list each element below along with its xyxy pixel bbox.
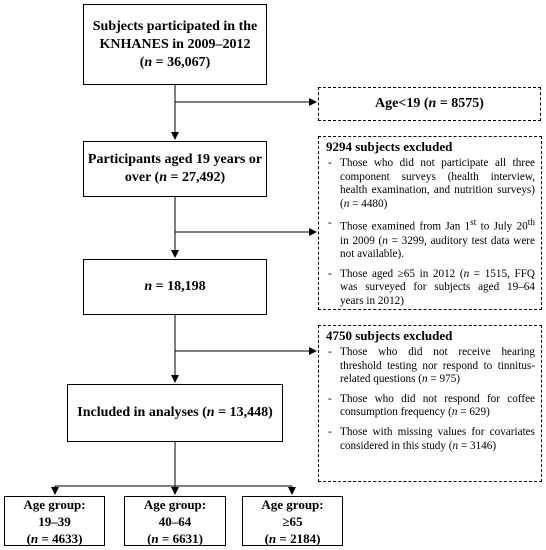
- adults-line1: Participants aged 19 years or: [87, 152, 263, 167]
- age-group-box-3: Age group: ≥65 (n = 2184): [242, 496, 343, 546]
- age-group-3-label: Age group:: [261, 496, 324, 512]
- exclusion2-box: 4750 subjects excluded Those who did not…: [318, 325, 542, 482]
- exclusion1-title: 9294 subjects excluded: [326, 139, 453, 154]
- age-group-1-label: Age group:: [23, 496, 86, 512]
- age-group-1-range: 19–39: [38, 513, 71, 529]
- exclusion1-item-2: Those examined from Jan 1st to July 20th…: [326, 217, 535, 262]
- exclusion1-item-1: Those who did not participate all three …: [326, 157, 535, 211]
- analysis-text: Included in analyses (n = 13,448): [77, 405, 273, 420]
- analysis-box: Included in analyses (n = 13,448): [67, 384, 283, 442]
- age-group-box-2: Age group: 40–64 (n = 6631): [124, 496, 226, 546]
- start-line2: KNHANES in 2009–2012: [99, 36, 251, 52]
- exclusion2-list: Those who did not receive hearing thresh…: [326, 346, 535, 453]
- age-group-1-count: (n = 4633): [26, 530, 83, 546]
- exclusion2-item-3: Those with missing values for covariates…: [326, 426, 535, 453]
- exclusion2-item-1: Those who did not receive hearing thresh…: [326, 346, 535, 387]
- age-exclusion-box: Age<19 (n = 8575): [318, 87, 541, 121]
- start-count: (n = 36,067): [139, 54, 211, 70]
- exclusion1-box: 9294 subjects excluded Those who did not…: [318, 136, 542, 310]
- exclusion2-title: 4750 subjects excluded: [326, 328, 453, 343]
- age-group-box-1: Age group: 19–39 (n = 4633): [4, 496, 105, 546]
- age-group-3-range: ≥65: [282, 513, 303, 529]
- age-group-2-count: (n = 6631): [147, 530, 203, 546]
- filtered-count: n = 18,198: [144, 279, 206, 294]
- start-box: Subjects participated in the KNHANES in …: [83, 4, 267, 85]
- age-group-2-range: 40–64: [158, 513, 192, 529]
- filtered-count-box: n = 18,198: [83, 259, 267, 315]
- exclusion1-list: Those who did not participate all three …: [326, 157, 535, 309]
- exclusion1-item-3: Those aged ≥65 in 2012 (n = 1515, FFQ wa…: [326, 268, 535, 309]
- adults-line2: over (n = 27,492): [124, 170, 226, 185]
- adults-box: Participants aged 19 years or over (n = …: [83, 141, 267, 197]
- age-group-3-count: (n = 2184): [264, 530, 321, 546]
- start-line1: Subjects participated in the: [92, 18, 258, 34]
- age-group-2-label: Age group:: [143, 496, 207, 512]
- age-exclusion-text: Age<19 (n = 8575): [375, 96, 484, 111]
- exclusion2-item-2: Those who did not respond for coffee con…: [326, 393, 535, 420]
